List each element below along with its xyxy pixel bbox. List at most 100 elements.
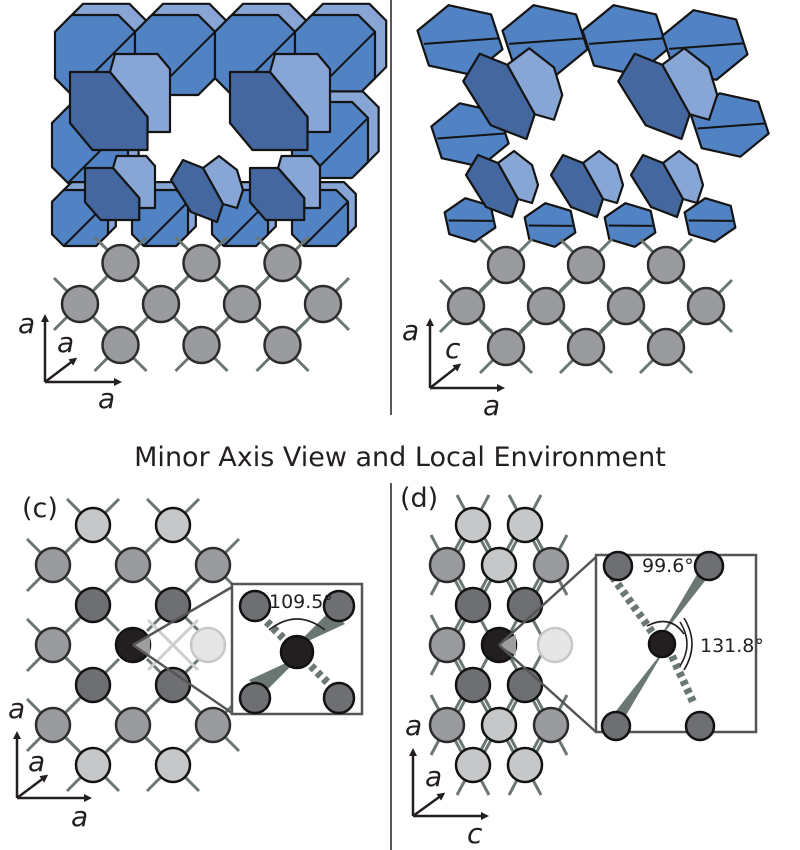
atom	[303, 284, 343, 324]
atom	[60, 284, 100, 324]
angle-label: 109.5°	[269, 591, 333, 613]
atom	[74, 746, 112, 784]
panel-label-c: (c)	[22, 493, 58, 524]
zoom-cone	[133, 635, 150, 655]
atom	[154, 506, 192, 544]
panel-c-axes: a a a	[8, 692, 92, 833]
panel-b-polyhedra	[416, 4, 770, 248]
hashed-bond	[250, 605, 286, 641]
atom	[34, 546, 72, 584]
prism-dark-face	[462, 52, 536, 141]
atom	[101, 243, 140, 283]
atom	[182, 243, 221, 283]
ghost-atom	[189, 626, 227, 664]
atom	[114, 546, 152, 584]
atom	[486, 327, 526, 367]
angle-arc	[683, 617, 693, 671]
panel-c: (c) 109.5° a a a	[8, 493, 364, 833]
prism-dark-face	[248, 166, 306, 222]
panel-b-atom-lattice	[438, 237, 734, 375]
atom	[454, 666, 492, 704]
axis-label-depth: a	[57, 326, 74, 359]
polyhedron-edge	[437, 132, 505, 140]
atom	[480, 706, 518, 744]
axis-label-horizontal: c	[467, 817, 483, 850]
atom	[74, 506, 112, 544]
zoom-line	[132, 585, 233, 647]
axis-label-vertical: a	[8, 692, 25, 725]
panel-a: a a a	[18, 2, 388, 415]
atom	[454, 506, 492, 544]
panel-a-atom-lattice	[52, 235, 351, 373]
panel-d: (d) 99.6° 131.8° a a c	[400, 483, 764, 850]
section-title: Minor Axis View and Local Environment	[134, 442, 666, 473]
atom	[506, 746, 544, 784]
atom	[454, 586, 492, 624]
atom	[34, 626, 72, 664]
atom	[686, 286, 726, 326]
polyhedron-edge	[589, 37, 664, 45]
angle-arc	[679, 621, 688, 667]
atom	[646, 327, 686, 367]
polyhedron-edge	[303, 201, 349, 247]
atom	[532, 706, 570, 744]
zoom-line	[498, 644, 597, 733]
atom	[428, 706, 466, 744]
atom	[446, 286, 486, 326]
atom	[526, 286, 566, 326]
neighbor-atom	[238, 681, 272, 715]
axis-arrow-depth	[16, 774, 49, 799]
polyhedron-edge	[697, 122, 765, 130]
panel-a-axes: a a a	[18, 307, 122, 415]
ghost-atom	[536, 626, 574, 664]
polyhedron-edge	[509, 37, 584, 45]
atom	[566, 245, 606, 285]
neighbor-atom	[684, 710, 716, 742]
atom	[114, 706, 152, 744]
atom	[263, 325, 302, 365]
neighbor-atom	[600, 710, 632, 742]
atom	[428, 626, 466, 664]
panel-b-axes: a c a	[402, 314, 505, 422]
panel-label-d: (d)	[400, 483, 438, 514]
panel-b: a c a	[402, 4, 770, 422]
zoom-cone	[499, 634, 516, 656]
prism-dark-face	[169, 158, 225, 224]
atom	[532, 546, 570, 584]
panel-d-atom-lattice	[428, 494, 597, 796]
axis-label-horizontal: a	[98, 382, 115, 415]
angle-label-2: 131.8°	[700, 635, 764, 657]
axis-label-vertical: a	[402, 314, 419, 347]
atom	[486, 245, 526, 285]
panel-c-coordination-inset: 109.5°	[230, 582, 364, 716]
prism-dark-face	[464, 153, 520, 219]
atom	[646, 245, 686, 285]
central-atom	[279, 634, 315, 670]
prism-dark-face	[228, 70, 309, 152]
atom	[606, 286, 646, 326]
angle-arc	[646, 620, 685, 635]
prism-dark-face	[549, 153, 605, 219]
atom	[506, 506, 544, 544]
atom	[454, 746, 492, 784]
polyhedron-edge	[669, 42, 744, 50]
hashed-bond	[608, 573, 656, 635]
atom	[34, 706, 72, 744]
atom	[222, 284, 262, 324]
neighbor-atom	[322, 589, 356, 623]
neighbor-atom	[322, 681, 356, 715]
prism-dark-face	[83, 166, 141, 222]
panel-d-coordination-inset: 99.6° 131.8°	[594, 550, 764, 742]
atom	[428, 546, 466, 584]
panel-c-atom-lattice	[25, 497, 241, 793]
panel-d-axes: a a c	[405, 709, 489, 850]
axis-label-horizontal: a	[71, 800, 88, 833]
zoom-line	[498, 556, 597, 646]
axis-label-vertical: a	[18, 307, 35, 340]
atom	[566, 327, 606, 367]
angle-label-1: 99.6°	[642, 555, 694, 577]
wedge-bond	[612, 646, 667, 722]
axis-label-depth: a	[425, 760, 442, 793]
zoom-line	[132, 643, 233, 715]
